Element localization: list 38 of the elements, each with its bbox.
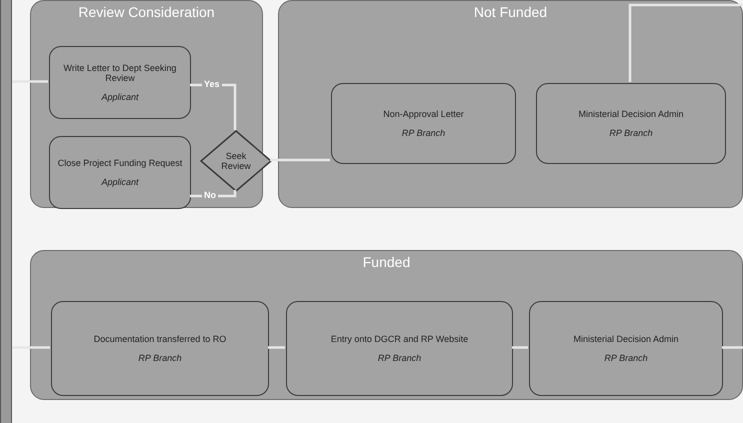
connector-line [722,346,743,349]
process-label: Entry onto DGCR and RP Website [330,334,468,344]
process-label: Documentation transferred to RO [94,334,226,344]
process-box [286,301,513,396]
decision-label: Seek Review [220,150,252,172]
edge-label: No [202,190,218,200]
role-label: RP Branch [402,128,446,138]
role-label: RP Branch [604,353,648,364]
swimlane-panel [278,0,743,208]
process-label: Write Letter to Dept Seeking Review [62,62,178,84]
process-box [529,301,723,396]
panel-title: Funded [362,254,410,270]
panel-title: Not Funded [474,4,548,20]
connector-line [12,80,48,83]
process-label: Close Project Funding Request [58,158,182,168]
process-box [51,301,269,396]
panel-title: Review Consideration [78,4,215,20]
role-label: RP Branch [138,353,182,364]
role-label: RP Branch [609,128,653,138]
process-label: Ministerial Decision Admin [573,334,679,344]
process-label: Ministerial Decision Admin [578,108,684,120]
swimlane-panel [30,250,743,400]
role-label: Applicant [101,92,139,102]
process-box [536,83,726,164]
process-box [49,46,191,119]
edge-label: Yes [202,79,222,89]
process-box [49,136,191,209]
process-label: Non-Approval Letter [383,108,464,120]
role-label: Applicant [101,177,139,188]
connector-line [512,346,528,349]
role-label: RP Branch [378,353,422,364]
lane-panel [0,0,12,423]
connector-line [628,4,743,82]
connector-line [190,84,236,130]
connector-line [268,346,285,349]
connector-line [270,158,330,162]
process-box [331,83,516,164]
connector-line [12,346,50,349]
